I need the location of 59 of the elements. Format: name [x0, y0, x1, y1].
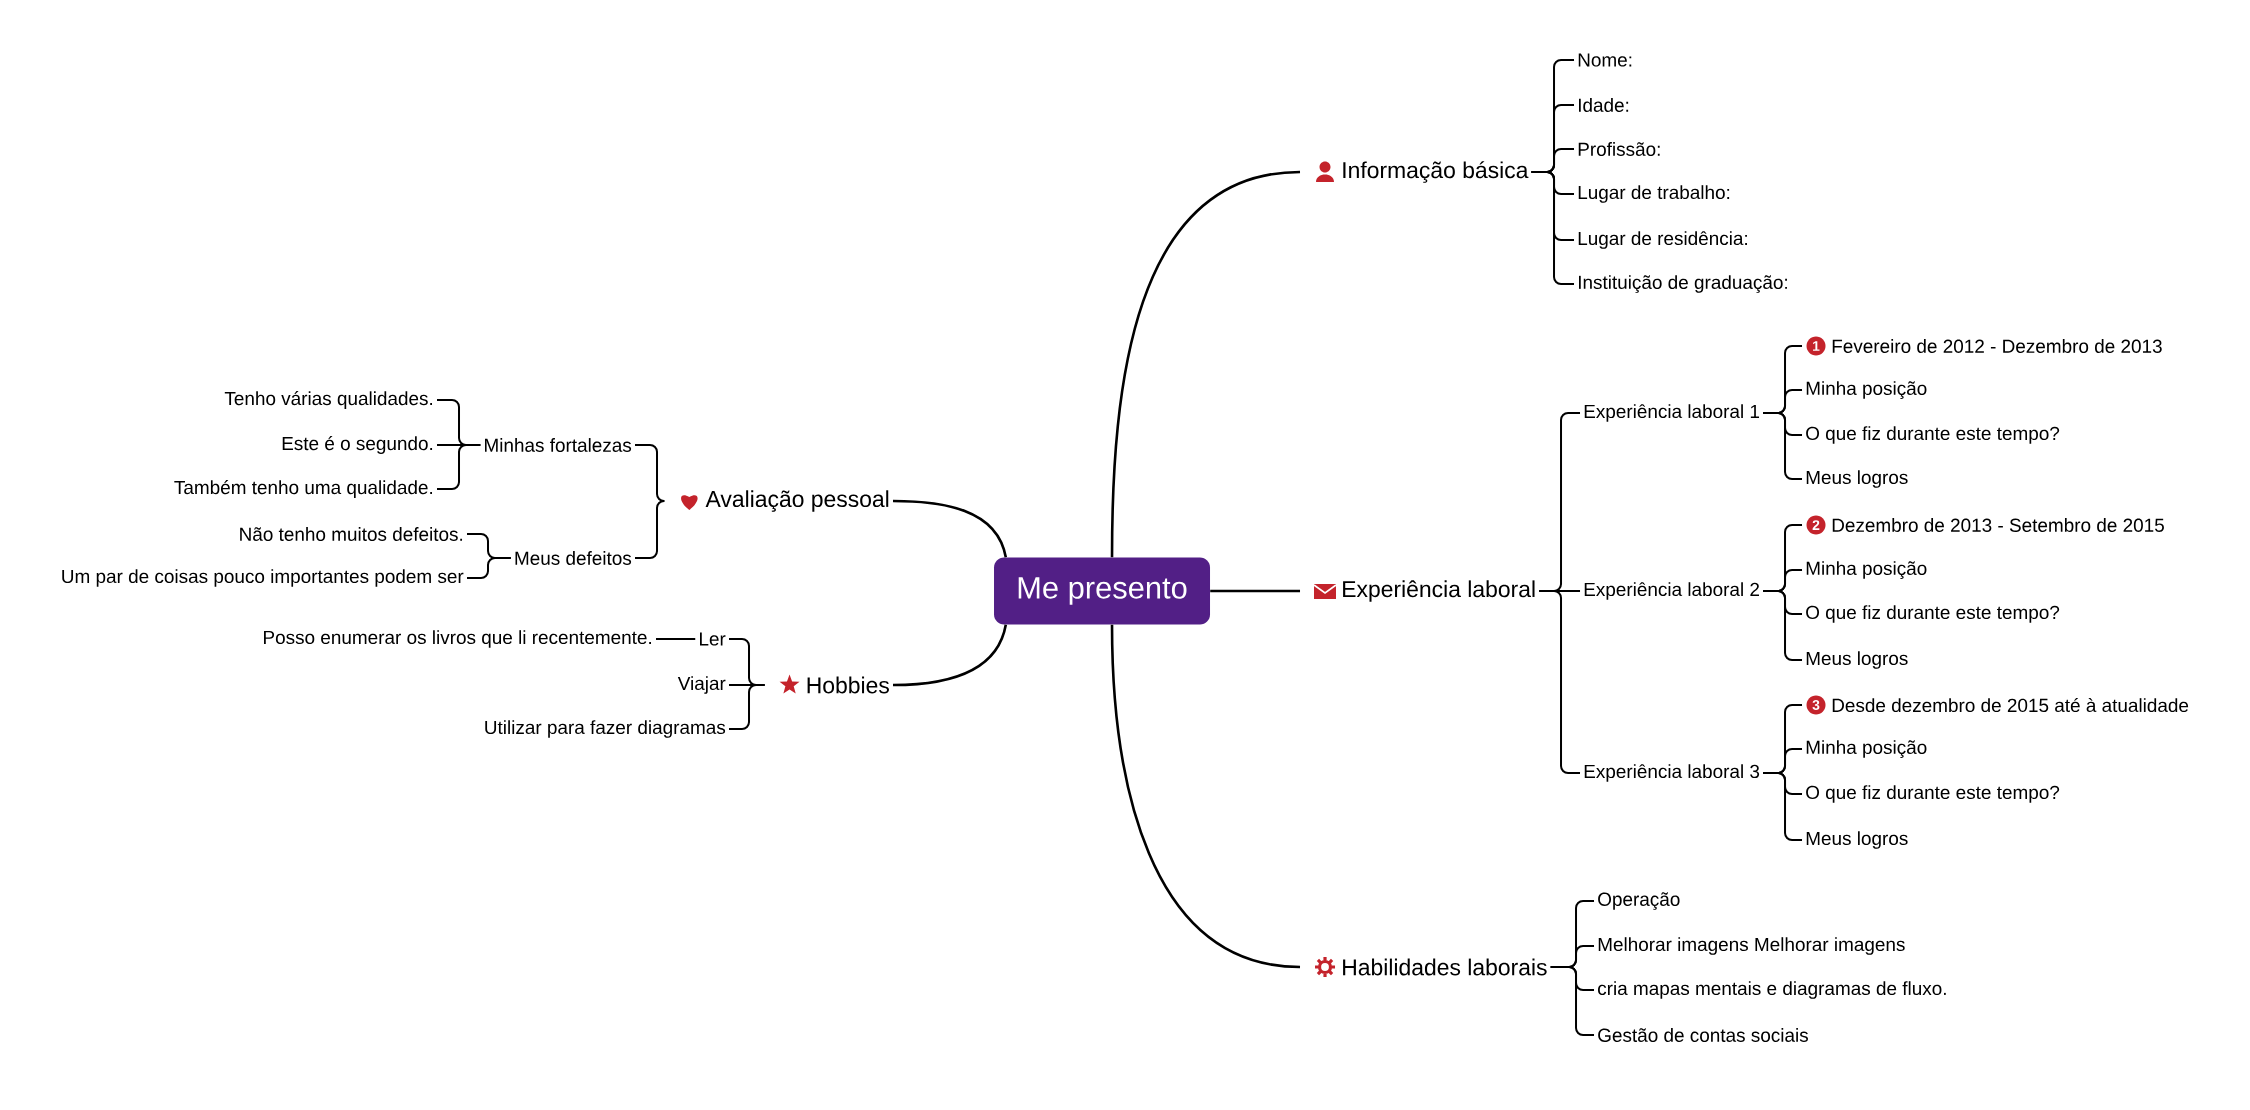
subtopic-label: Desde dezembro de 2015 até à atualidade [1832, 697, 2189, 713]
subtopic-label: cria mapas mentais e diagramas de fluxo. [1598, 981, 1946, 999]
subtopic-label: Experiência laboral 1 [1584, 404, 1759, 422]
branch-line [436, 444, 482, 490]
number-badge: 3 [1806, 695, 1826, 715]
subtopic-label: Minhas fortalezas [485, 438, 632, 452]
subtopic-label: Meus logros [1806, 470, 1908, 488]
branch-line [1762, 590, 1804, 661]
subtopic-label: Minha posição [1806, 740, 1927, 758]
subtopic-label: Idade: [1578, 98, 1629, 112]
subtopic-label: Experiência laboral 3 [1584, 764, 1760, 782]
subtopic-label: Fevereiro de 2012 - Dezembro de 2013 [1832, 339, 2162, 353]
topic-label: Informação básica [1343, 161, 1529, 183]
branch-line [893, 499, 1008, 558]
subtopic-label: Melhorar imagens Melhorar imagens [1598, 937, 1905, 955]
subtopic-label: Profissão: [1578, 142, 1660, 156]
subtopic-label: O que fiz durante este tempo? [1806, 785, 2060, 803]
topic-label: Avaliação pessoal [705, 490, 889, 512]
branch-line [655, 638, 697, 640]
branch-line [466, 557, 512, 579]
subtopic-label: Este é o segundo. [282, 436, 433, 454]
subtopic-label: O que fiz durante este tempo? [1806, 605, 2060, 623]
topic-label: Experiência laboral [1343, 580, 1535, 602]
subtopic-label: Minha posição [1806, 381, 1927, 399]
subtopic-label: Nome: [1578, 53, 1632, 67]
branch-line [1110, 624, 1301, 969]
subtopic-label: Minha posição [1806, 561, 1927, 579]
branch-line [1530, 171, 1575, 285]
subtopic-label: O que fiz durante este tempo? [1806, 426, 2060, 444]
central-topic-box: Me presento [994, 557, 1210, 625]
topic-label: Hobbies [807, 676, 889, 694]
branch-line [893, 624, 1008, 687]
subtopic-label: Não tenho muitos defeitos. [240, 527, 463, 541]
branch-line [728, 684, 766, 730]
branch-line [1762, 772, 1804, 841]
subtopic-label: Lugar de residência: [1578, 231, 1747, 249]
subtopic-label: Um par de coisas pouco importantes podem ser [62, 569, 464, 587]
subtopic-label: Lugar de trabalho: [1578, 185, 1730, 203]
subtopic-label: Ler [700, 632, 726, 646]
subtopic-label: Instituição de graduação: [1578, 275, 1787, 293]
number-badge: 2 [1806, 515, 1826, 535]
subtopic-label: Experiência laboral 2 [1584, 582, 1759, 600]
topic-label: Habilidades laborais [1343, 958, 1547, 976]
subtopic-label: Meus logros [1806, 831, 1908, 849]
subtopic-label: Posso enumerar os livros que li recentemente. [264, 630, 651, 648]
subtopic-label: Tenho várias qualidades. [224, 391, 432, 409]
subtopic-label: Também tenho uma qualidade. [174, 480, 432, 498]
branch-line [1762, 412, 1804, 480]
subtopic-label: Operação [1598, 892, 1680, 910]
subtopic-label: Viajar [677, 676, 726, 694]
branch-line [1110, 170, 1301, 558]
subtopic-label: Gestão de contas sociais [1598, 1028, 1808, 1042]
subtopic-label: Dezembro de 2013 - Setembro de 2015 [1832, 518, 2164, 532]
number-badge: 1 [1806, 336, 1826, 356]
subtopic-label: Meus logros [1806, 651, 1908, 669]
subtopic-label: Utilizar para fazer diagramas [485, 720, 726, 738]
branch-line [1210, 589, 1300, 593]
subtopic-label: Meus defeitos [515, 551, 632, 565]
branch-line [1549, 966, 1595, 1036]
